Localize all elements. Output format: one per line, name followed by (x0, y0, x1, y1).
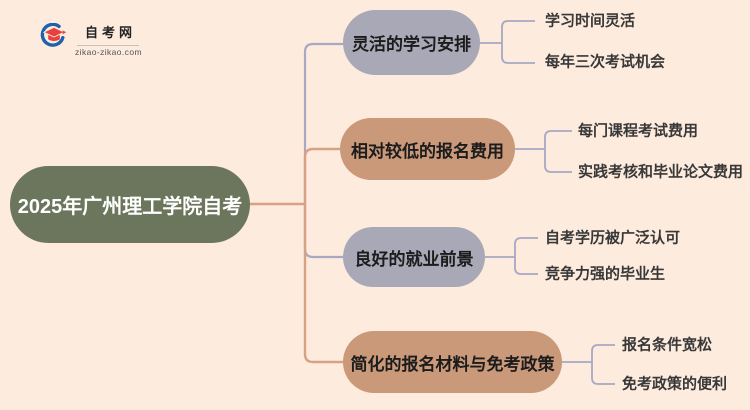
leaf-item: 免考政策的便利 (622, 375, 728, 393)
branch-node-low-fees: 相对较低的报名费用 (340, 118, 515, 180)
leaf-item: 每门课程考试费用 (578, 122, 699, 140)
leaf-item: 每年三次考试机会 (545, 53, 666, 71)
site-name: 自考网 (84, 25, 136, 40)
site-logo: 自考网 zikao-zikao.com (40, 23, 142, 57)
branch-node-simplified-policy: 简化的报名材料与免考政策 (343, 331, 562, 393)
site-url: zikao-zikao.com (75, 46, 142, 57)
leaf-item: 自考学历被广泛认可 (545, 229, 681, 247)
graduation-cap-icon (40, 23, 67, 47)
leaf-item: 学习时间灵活 (545, 12, 636, 30)
leaf-item: 报名条件宽松 (622, 336, 713, 354)
leaf-item: 实践考核和毕业论文费用 (578, 163, 744, 181)
branch-node-employment: 良好的就业前景 (343, 227, 485, 287)
root-node: 2025年广州理工学院自考 (10, 166, 250, 243)
leaf-item: 竞争力强的毕业生 (545, 265, 666, 283)
logo-divider (77, 44, 140, 46)
branch-node-flexible-study: 灵活的学习安排 (343, 10, 480, 75)
